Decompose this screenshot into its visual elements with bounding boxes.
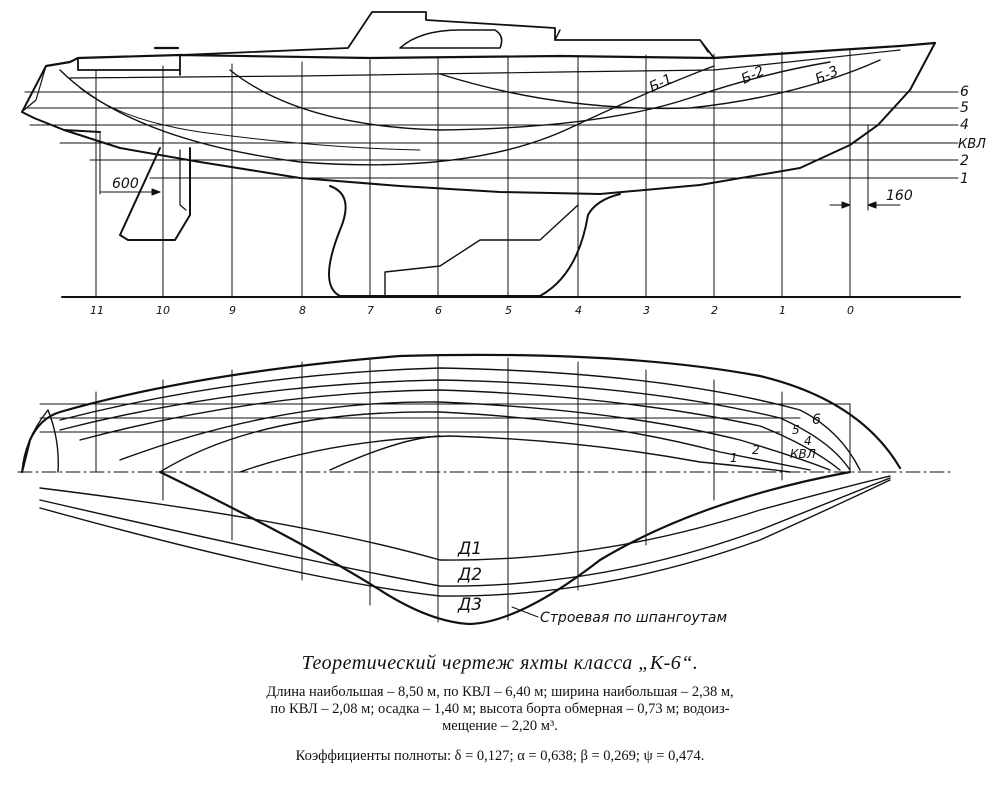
dimension-label: 600 <box>112 176 139 192</box>
hull-bottom <box>63 129 601 195</box>
sheer-line <box>44 41 937 68</box>
deck-line <box>69 49 901 79</box>
station-label: 9 <box>229 304 236 317</box>
cabin <box>77 11 715 76</box>
station-label: 10 <box>156 304 170 317</box>
plan-station-lines <box>95 355 851 623</box>
buttock-label: Б-3 <box>813 63 841 87</box>
dimension-label: 160 <box>886 188 913 204</box>
dimensions-line: по КВЛ – 2,08 м; осадка – 1,40 м; высота… <box>270 701 730 717</box>
waterline-label: КВЛ <box>958 137 986 152</box>
waterlines-profile <box>24 91 959 179</box>
station-label: 8 <box>299 304 306 317</box>
dimensions-text: Длина наибольшая – 8,50 м, по КВЛ – 6,40… <box>0 684 1000 735</box>
sectional-area-curve <box>158 470 852 626</box>
plan-waterlines <box>59 367 861 473</box>
cabin-window <box>399 29 503 49</box>
station-label: 6 <box>435 304 442 317</box>
lines-drawing: Б-1 Б-2 Б-3 6 5 4 КВЛ 2 1 11 10 9 8 7 6 … <box>17 11 986 626</box>
area-curve-label: Строевая по шпангоутам <box>540 610 728 626</box>
dimensions-line: Длина наибольшая – 8,50 м, по КВЛ – 6,40… <box>266 684 734 700</box>
station-lines <box>95 49 851 297</box>
station-label: 2 <box>711 304 718 317</box>
dimension-fwd <box>829 124 901 211</box>
ballast <box>384 204 579 297</box>
keel <box>328 185 621 297</box>
plan-waterline-label: КВЛ <box>790 447 816 461</box>
dimension-aft <box>99 131 161 196</box>
plan-waterline-label: 1 <box>730 451 738 465</box>
profile-view: Б-1 Б-2 Б-3 6 5 4 КВЛ 2 1 11 10 9 8 7 6 … <box>21 11 986 317</box>
waterline-label: 5 <box>960 100 969 116</box>
plan-view: 6 5 4 КВЛ 2 1 Д1 Д2 Д3 Строевая по шпанг… <box>17 353 951 626</box>
transom <box>21 65 101 133</box>
dimensions-line: мещение – 2,20 м³. <box>442 718 558 734</box>
buttock-lines <box>59 59 881 166</box>
plan-waterline-label: 2 <box>752 443 760 457</box>
station-label: 7 <box>367 304 374 317</box>
station-label: 0 <box>847 304 854 317</box>
waterline-label: 4 <box>960 117 969 133</box>
diagonal-label: Д1 <box>457 539 482 559</box>
station-label: 3 <box>643 304 650 317</box>
diagonal-label: Д3 <box>457 595 482 615</box>
plan-waterline-label: 4 <box>804 434 812 448</box>
plan-waterline-label: 5 <box>792 423 800 437</box>
stem <box>599 42 936 195</box>
station-label: 11 <box>90 304 104 317</box>
plan-waterline-label: 6 <box>812 412 821 428</box>
waterline-label: 1 <box>960 171 969 187</box>
plan-diagonals <box>39 475 891 597</box>
drawing-title: Теоретический чертеж яхты класса „К-6“. <box>301 652 699 674</box>
diagonal-label: Д2 <box>457 565 482 585</box>
station-label: 4 <box>575 304 582 317</box>
station-label: 5 <box>505 304 512 317</box>
rudder <box>119 147 191 241</box>
deck-outline <box>20 353 902 474</box>
waterline-label: 6 <box>960 84 969 100</box>
coefficients-text: Коэффициенты полноты: δ = 0,127; α = 0,6… <box>295 748 705 764</box>
waterline-label: 2 <box>960 153 969 169</box>
station-label: 1 <box>779 304 786 317</box>
